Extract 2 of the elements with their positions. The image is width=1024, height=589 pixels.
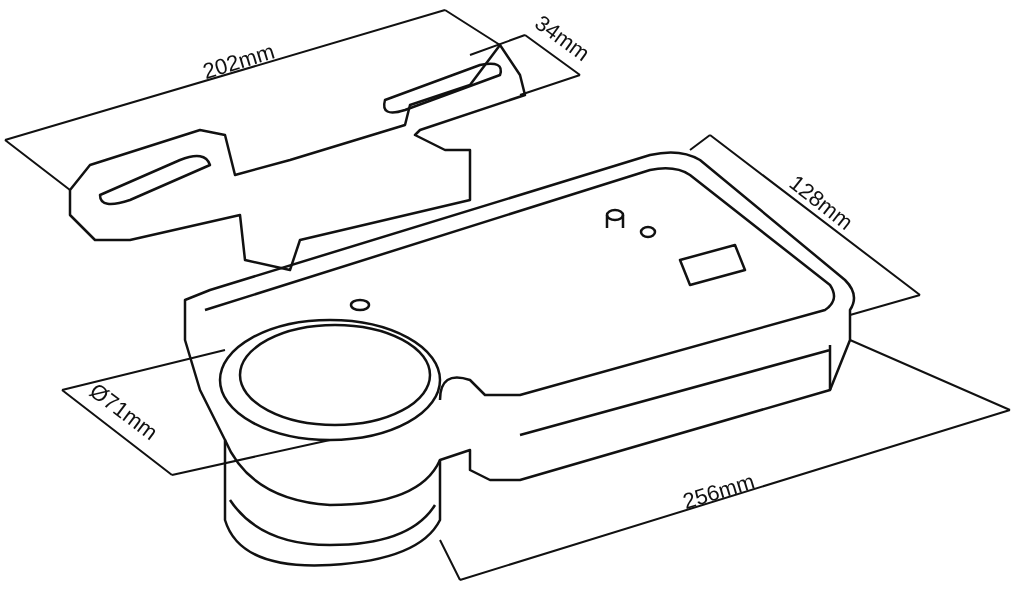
- dimension-label: 202mm: [200, 38, 278, 85]
- dimension-label: 256mm: [680, 468, 758, 515]
